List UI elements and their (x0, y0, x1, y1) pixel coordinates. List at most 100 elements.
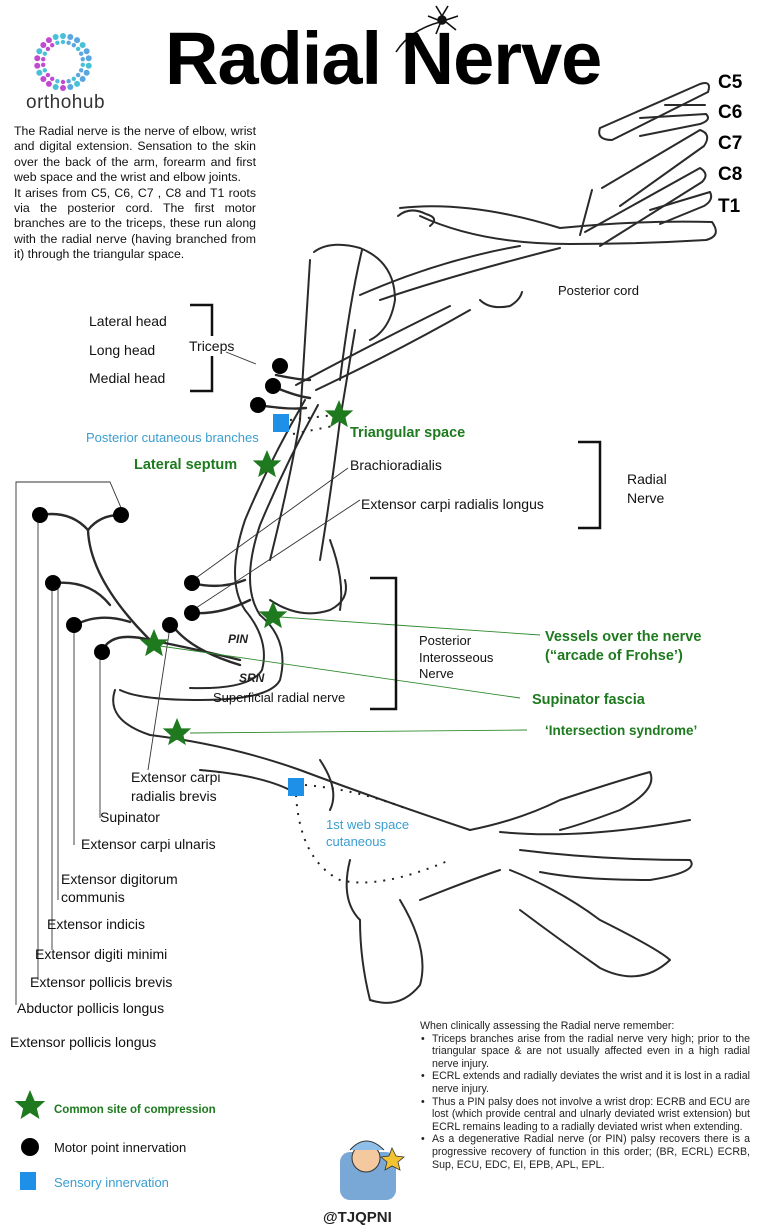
radial-nerve-group-label: Radial Nerve (627, 470, 667, 508)
logo-dot (79, 41, 86, 48)
triceps-label: Triceps (189, 338, 235, 354)
lateral-septum-label: Lateral septum (134, 457, 238, 473)
motor-points (32, 358, 288, 660)
web-space-line-2: cutaneous (326, 834, 386, 849)
logo-dot (66, 40, 71, 46)
root-label-c7: C7 (718, 133, 743, 154)
logo-dot (60, 39, 66, 45)
logo-dot (45, 37, 52, 44)
logo-dot (78, 68, 84, 73)
intro-text: The Radial nerve is the nerve of elbow, … (14, 124, 256, 263)
brachioradialis-label: Brachioradialis (350, 457, 442, 473)
triceps-medial-head-label: Medial head (89, 370, 166, 386)
logo-dot (80, 56, 85, 62)
legend-motor-label: Motor point innervation (54, 1140, 187, 1155)
muscle-label-ecu: Extensor carpi ulnaris (81, 836, 216, 852)
root-label-c5: C5 (718, 72, 743, 93)
note-item: ECRL extends and radially deviates the w… (421, 1070, 750, 1095)
logo-dot (52, 83, 59, 90)
logo-dot (67, 34, 74, 41)
logo-dot (66, 78, 71, 84)
compression-leader-lines (159, 616, 541, 734)
radial-nerve-line-2: Nerve (627, 490, 665, 506)
intro-paragraph-2: It arises from C5, C6, C7 , C8 and T1 ro… (14, 185, 256, 262)
logo-dot (78, 51, 84, 56)
root-label-c8: C8 (718, 164, 743, 185)
mascot-avatar (340, 1140, 405, 1200)
logo-dot (71, 76, 77, 82)
logo-dot (75, 46, 81, 52)
posterior-cutaneous-label: Posterior cutaneous branches (86, 430, 259, 445)
logo-dot (83, 69, 90, 76)
forearm-drawing (112, 689, 471, 831)
muscle-label-ei: Extensor indicis (47, 916, 146, 932)
legend-compression-label: Common site of compression (54, 1104, 216, 1116)
muscle-label-ecrb-1: Extensor carpi (131, 769, 221, 785)
legend-circle-icon (21, 1138, 39, 1156)
posterior-cord-label: Posterior cord (558, 283, 639, 298)
notes-heading: When clinically assessing the Radial ner… (420, 1020, 675, 1032)
logo-dot (85, 55, 92, 62)
logo-dot (85, 62, 92, 69)
intersection-syndrome-label: ‘Intersection syndrome’ (545, 723, 698, 738)
logo-dot (79, 76, 86, 83)
neuron-icon (395, 5, 459, 53)
muscle-label-epb: Extensor pollicis brevis (30, 974, 173, 990)
triangular-space-label: Triangular space (350, 425, 466, 441)
logo-dot (49, 42, 55, 48)
pin-abbr-label: PIN (228, 632, 249, 646)
logo-dot (75, 72, 81, 78)
orthohub-logo-icon (34, 33, 92, 91)
triceps-lateral-head-label: Lateral head (89, 313, 167, 329)
logo-dot (36, 48, 43, 55)
muscle-label-supinator: Supinator (100, 809, 160, 825)
logo-dot (49, 76, 55, 82)
logo-dot (36, 69, 43, 76)
humerus-drawing (269, 209, 436, 561)
note-item: Triceps branches arise from the radial n… (421, 1033, 750, 1071)
plexus-roots (579, 82, 713, 247)
logo-dot (60, 79, 66, 85)
logo-dot (55, 40, 60, 46)
logo-dot (80, 62, 85, 68)
pin-group-line-2: Interosseous (419, 649, 494, 665)
note-item: Thus a PIN palsy does not involve a wris… (421, 1096, 750, 1134)
notes-list: Triceps branches arise from the radial n… (420, 1033, 750, 1172)
logo-dot (45, 72, 51, 78)
muscle-label-epl: Extensor pollicis longus (10, 1034, 157, 1050)
clinical-notes: When clinically assessing the Radial ner… (420, 1020, 750, 1171)
logo-dot (60, 85, 66, 91)
muscle-label-ecrb-2: radialis brevis (131, 788, 217, 804)
logo-dot (83, 48, 90, 55)
intro-paragraph-1: The Radial nerve is the nerve of elbow, … (14, 124, 256, 185)
triceps-long-head-label: Long head (89, 342, 156, 358)
posterior-cord-drawing (295, 205, 717, 391)
logo-dot (45, 46, 51, 52)
supinator-fascia-label: Supinator fascia (532, 692, 645, 708)
srn-abbr-label: SRN (239, 671, 265, 685)
muscle-label-apl: Abductor pollicis longus (17, 1000, 165, 1016)
logo-dot (41, 62, 46, 68)
arcade-of-frohse-label: Vessels over the nerve (“arcade of Frohs… (545, 628, 701, 666)
note-item: As a degenerative Radial nerve (or PIN) … (421, 1133, 750, 1171)
author-handle: @TJQPNI (323, 1209, 392, 1226)
logo-dot (34, 55, 41, 62)
muscle-label-edm: Extensor digiti minimi (35, 946, 168, 962)
web-space-line-1: 1st web space (326, 817, 410, 832)
logo-dot (55, 78, 60, 84)
logo-dot (52, 34, 59, 41)
legend-square-icon (20, 1172, 36, 1190)
page-title: Radial Nerve (165, 17, 602, 100)
legend-sensory-label: Sensory innervation (54, 1175, 169, 1190)
logo-dot (74, 80, 81, 87)
radial-nerve-line-1: Radial (627, 471, 667, 487)
root-label-t1: T1 (718, 196, 741, 217)
muscle-label-edc-2: communis (61, 889, 125, 905)
logo-dot (71, 42, 77, 48)
leader-lines (15, 351, 361, 1005)
arcade-line-2: (“arcade of Frohse’) (545, 648, 683, 664)
legend-star-icon (14, 1090, 46, 1119)
arcade-line-1: Vessels over the nerve (545, 629, 702, 645)
radial-nerve-drawing (119, 399, 347, 701)
